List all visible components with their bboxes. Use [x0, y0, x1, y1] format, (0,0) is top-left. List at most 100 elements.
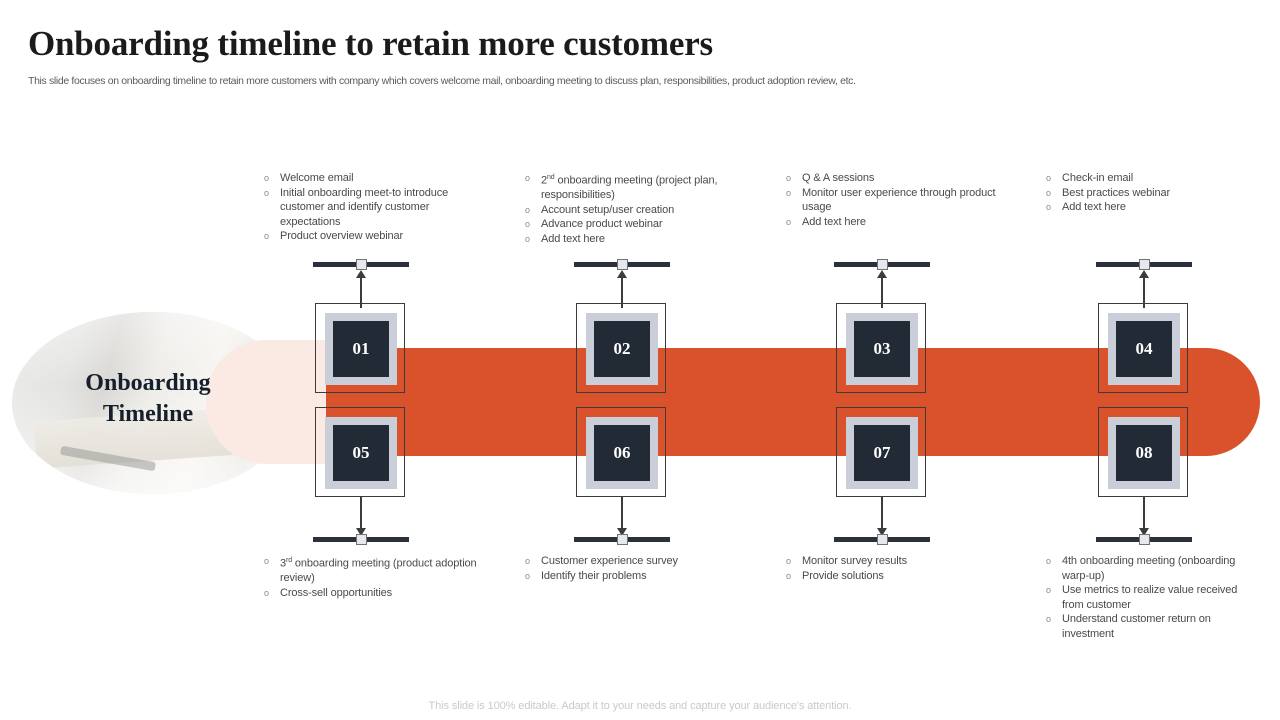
- bullet-item-text: 3rd onboarding meeting (product adoption…: [280, 557, 477, 585]
- bullet-item-text: Use metrics to realize value received fr…: [1062, 584, 1238, 611]
- step-number-06: 06: [594, 425, 650, 481]
- step-number-04: 04: [1116, 321, 1172, 377]
- step-outline-04: [1098, 303, 1188, 393]
- stem-03: [881, 272, 883, 308]
- step-node-02[interactable]: 02: [576, 303, 668, 395]
- arrow-down-07: [877, 528, 887, 536]
- bullet-marker-icon: o: [264, 231, 270, 241]
- footer-note: This slide is 100% editable. Adapt it to…: [428, 700, 852, 712]
- bullet-marker-icon: o: [264, 173, 270, 183]
- step-outline-08: [1098, 407, 1188, 497]
- bullet-list-step-02: o 2nd onboarding meeting (project plan, r…: [525, 171, 737, 246]
- bullet-item-text: Add text here: [541, 232, 605, 245]
- tick-square-07: [877, 534, 888, 545]
- bullet-marker-icon: o: [1046, 556, 1052, 566]
- bullet-item-text: Initial onboarding meet-to introduce cus…: [280, 186, 449, 228]
- step-number-08: 08: [1116, 425, 1172, 481]
- tick-square-08: [1139, 534, 1150, 545]
- bullet-marker-icon: o: [786, 570, 792, 581]
- step-number-03: 03: [854, 321, 910, 377]
- bullet-item-text: Customer experience survey: [541, 555, 678, 567]
- arrow-up-01: [356, 270, 366, 278]
- arrow-down-05: [356, 528, 366, 536]
- bullet-marker-icon: o: [1046, 202, 1052, 212]
- bullet-marker-icon: o: [525, 173, 531, 183]
- tick-square-06: [617, 534, 628, 545]
- step-node-08[interactable]: 08: [1098, 407, 1190, 499]
- page-title: Onboarding timeline to retain more custo…: [28, 24, 713, 63]
- tick-square-04: [1139, 259, 1150, 270]
- step-outline-07: [836, 407, 926, 497]
- step-node-01[interactable]: 01: [315, 303, 407, 395]
- stem-01: [360, 272, 362, 308]
- step-outline-03: [836, 303, 926, 393]
- bullet-list-step-05: o 3rd onboarding meeting (product adoptio…: [264, 554, 478, 600]
- page-subtitle: This slide focuses on onboarding timelin…: [28, 75, 856, 87]
- bullet-item-text: Monitor user experience through product …: [802, 186, 996, 214]
- step-frame-07: 07: [846, 417, 918, 489]
- tick-square-05: [356, 534, 367, 545]
- bullet-item-text: Welcome email: [280, 172, 354, 184]
- badge-label: Onboarding Timeline: [30, 368, 266, 430]
- bullet-marker-icon: o: [1046, 173, 1052, 183]
- step-node-07[interactable]: 07: [836, 407, 928, 499]
- bullet-item: o 2nd onboarding meeting (project plan, r…: [525, 171, 737, 203]
- bullet-marker-icon: o: [525, 204, 531, 215]
- bullet-item-text: Provide solutions: [802, 569, 884, 582]
- step-node-03[interactable]: 03: [836, 303, 928, 395]
- arrow-down-06: [617, 528, 627, 536]
- bullet-marker-icon: o: [525, 233, 531, 244]
- step-number-07: 07: [854, 425, 910, 481]
- step-frame-04: 04: [1108, 313, 1180, 385]
- bullet-marker-icon: o: [1046, 187, 1052, 198]
- badge-label-line-2: Timeline: [102, 401, 194, 427]
- step-node-05[interactable]: 05: [315, 407, 407, 499]
- bullet-item-text: Add text here: [802, 215, 866, 228]
- badge-pink-blob: [206, 340, 326, 464]
- badge-label-line-1: Onboarding: [85, 370, 211, 396]
- bullet-marker-icon: o: [264, 587, 270, 598]
- bullet-item: o Add text here: [525, 232, 737, 247]
- bullet-item: o Best practices webinar: [1046, 186, 1260, 201]
- step-frame-06: 06: [586, 417, 658, 489]
- bullet-item: o Welcome email: [264, 171, 478, 186]
- tick-square-03: [877, 259, 888, 270]
- bullet-marker-icon: o: [525, 219, 531, 230]
- bullet-item-text: Check-in email: [1062, 172, 1134, 184]
- step-outline-02: [576, 303, 666, 393]
- step-frame-01: 01: [325, 313, 397, 385]
- bullet-marker-icon: o: [1046, 585, 1052, 595]
- bullet-marker-icon: o: [525, 570, 531, 581]
- bullet-item: o Monitor user experience through product…: [786, 186, 998, 215]
- step-frame-05: 05: [325, 417, 397, 489]
- step-frame-08: 08: [1108, 417, 1180, 489]
- stem-07: [881, 496, 883, 530]
- bullet-item-text: Best practices webinar: [1062, 186, 1171, 199]
- arrow-up-02: [617, 270, 627, 278]
- bullet-item: o Provide solutions: [786, 569, 998, 584]
- step-node-04[interactable]: 04: [1098, 303, 1190, 395]
- bullet-marker-icon: o: [1046, 614, 1052, 624]
- tick-square-01: [356, 259, 367, 270]
- stem-08: [1143, 496, 1145, 530]
- bullet-marker-icon: o: [786, 187, 792, 198]
- bullet-item-text: 2nd onboarding meeting (project plan, re…: [541, 174, 718, 202]
- stem-02: [621, 272, 623, 308]
- stem-04: [1143, 272, 1145, 308]
- step-node-06[interactable]: 06: [576, 407, 668, 499]
- arrow-up-04: [1139, 270, 1149, 278]
